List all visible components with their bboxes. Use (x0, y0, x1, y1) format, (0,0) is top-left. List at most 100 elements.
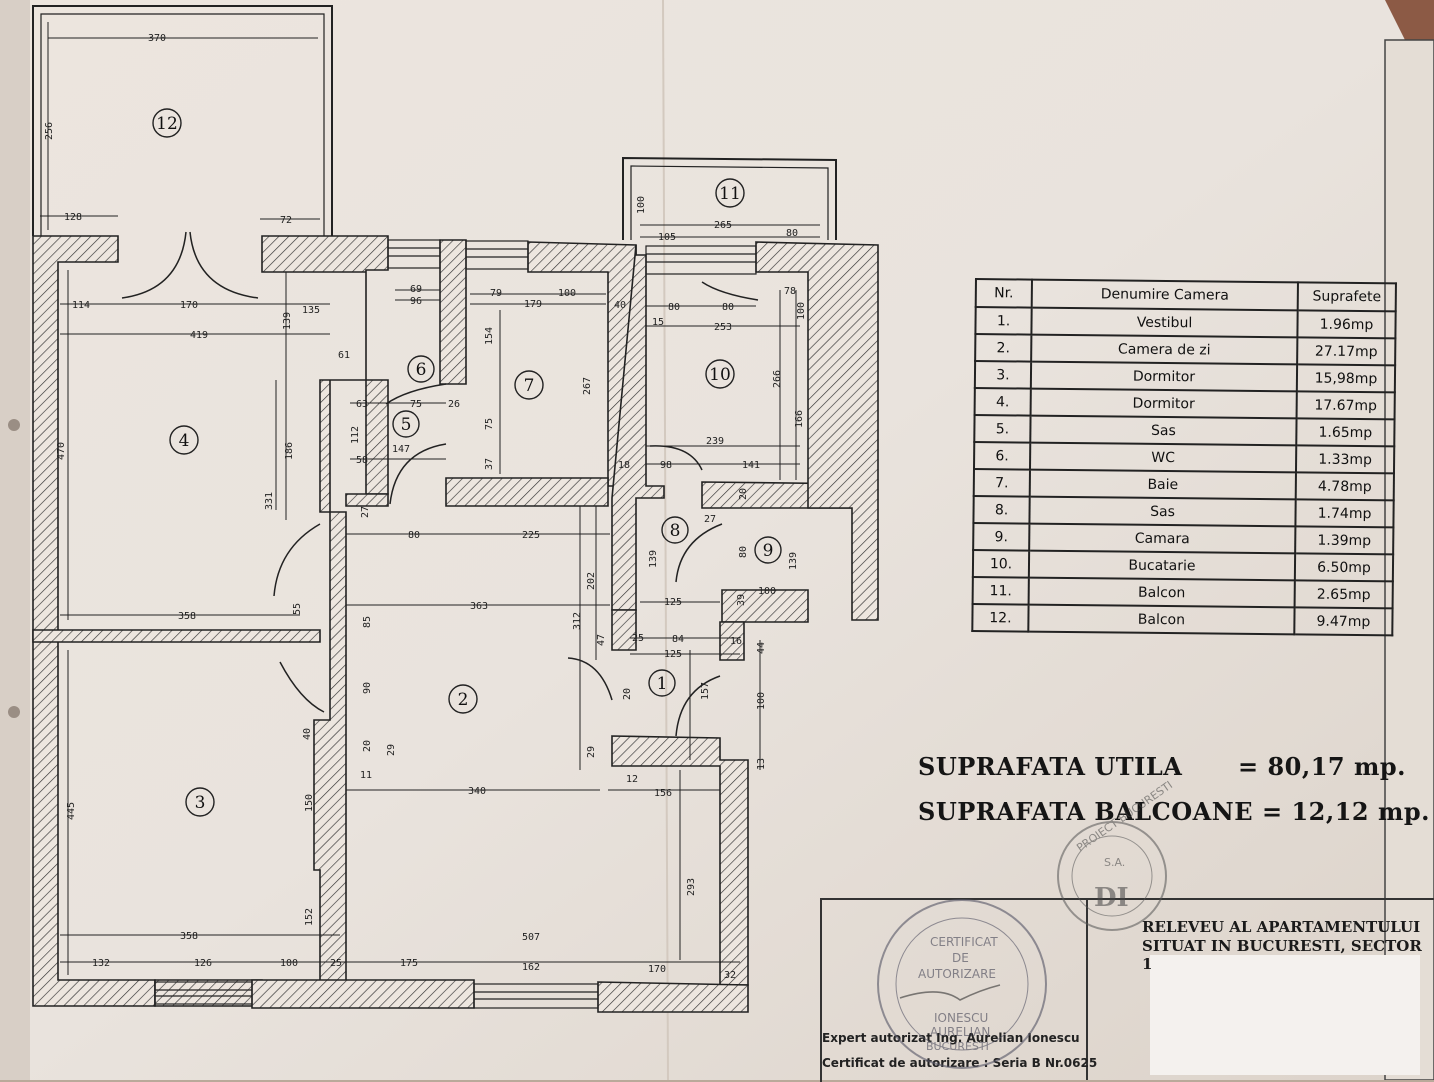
room-marker-3: 3 (185, 787, 215, 817)
row-number: 12. (972, 603, 1029, 632)
room-name: Sas (1030, 415, 1297, 446)
svg-text:4: 4 (179, 431, 190, 451)
dimension-label: 175 (400, 958, 418, 969)
row-number: 10. (972, 549, 1030, 578)
room-name: Baie (1029, 469, 1296, 500)
room-markers: 12 11 10 7 6 5 4 8 9 2 1 3 (152, 108, 782, 817)
dimension-label: 340 (468, 786, 486, 797)
dimension-label: 37 (484, 458, 495, 470)
room-marker-5: 5 (392, 410, 420, 438)
row-number: 7. (973, 469, 1030, 497)
dimension-label: 40 (614, 300, 626, 311)
row-number: 11. (972, 576, 1029, 605)
room-marker-7: 7 (514, 370, 544, 400)
dimension-label: 419 (190, 330, 208, 341)
dimension-label: 44 (756, 642, 767, 654)
dimension-label: 72 (280, 215, 292, 226)
row-number: 2. (975, 334, 1032, 362)
dimension-label: 154 (484, 327, 495, 345)
row-number: 8. (973, 495, 1030, 524)
room-name: Camara (1029, 523, 1296, 554)
room-area: 6.50mp (1294, 553, 1394, 582)
dimension-label: 69 (410, 284, 422, 295)
room-name: Bucatarie (1028, 550, 1296, 581)
title-line-2: SITUAT IN BUCURESTI, SECTOR 1 (1142, 937, 1422, 973)
table-header-row: Nr. Denumire Camera Suprafete (975, 279, 1396, 312)
dimension-label: 20 (738, 488, 749, 500)
dimension-label: 84 (672, 634, 684, 645)
room-marker-10: 10 (705, 359, 735, 389)
dimension-label: 139 (788, 552, 799, 570)
room-area: 1.74mp (1295, 499, 1394, 528)
dimension-label: 239 (706, 436, 724, 447)
dimension-label: 18 (618, 460, 630, 471)
dimension-label: 26 (448, 399, 460, 410)
svg-text:8: 8 (670, 521, 681, 541)
dimension-lines (40, 22, 820, 975)
dimension-label: 363 (470, 601, 488, 612)
dimension-label: 358 (178, 611, 196, 622)
dimension-label: 16 (730, 636, 742, 647)
table-corner (1385, 0, 1434, 40)
dimension-label: 100 (756, 692, 767, 710)
room-marker-6: 6 (407, 355, 435, 383)
svg-text:5: 5 (401, 415, 412, 435)
title-block-divider (1086, 900, 1088, 1080)
svg-text:6: 6 (416, 360, 427, 380)
svg-text:1: 1 (657, 674, 668, 694)
dimension-label: 253 (714, 322, 732, 333)
dimension-label: 29 (386, 744, 397, 756)
dimension-label: 100 (558, 288, 576, 299)
dimension-label: 202 (586, 572, 597, 590)
room-area: 9.47mp (1294, 607, 1393, 636)
room-area: 17.67mp (1296, 391, 1395, 420)
dimension-label: 80 (786, 228, 798, 239)
dimension-label: 58 (356, 455, 368, 466)
dimension-label: 170 (180, 300, 198, 311)
dimension-label: 79 (490, 288, 502, 299)
room-area: 27.17mp (1297, 337, 1396, 366)
room-marker-11: 11 (715, 178, 745, 208)
dimension-label: 55 (292, 603, 303, 615)
row-number: 4. (974, 388, 1031, 416)
dimension-label: 112 (350, 426, 361, 444)
dimension-label: 266 (772, 370, 783, 388)
balcony-12-outline (32, 5, 333, 236)
room-area: 1.39mp (1295, 526, 1394, 555)
dimension-label: 90 (362, 682, 373, 694)
row-number: 1. (975, 307, 1032, 335)
dimension-label: 156 (654, 788, 672, 799)
dimension-label: 125 (664, 597, 682, 608)
dimension-label: 150 (304, 794, 315, 812)
binder-hole (8, 419, 20, 431)
dimension-label: 141 (742, 460, 760, 471)
dimension-labels: 370 256 128 72 114 170 135 419 470 139 6… (44, 33, 807, 981)
dimension-label: 157 (700, 682, 711, 700)
dimension-label: 32 (724, 970, 736, 981)
dimension-label: 186 (284, 442, 295, 460)
dimension-label: 29 (586, 746, 597, 758)
room-name: Balcon (1028, 604, 1295, 635)
balcony-11-outline (622, 156, 837, 240)
dimension-label: 265 (714, 220, 732, 231)
dimension-label: 80 (668, 302, 680, 313)
room-marker-1: 1 (648, 669, 676, 697)
dimension-label: 80 (408, 530, 420, 541)
dimension-label: 331 (264, 492, 275, 510)
room-area-table: Nr. Denumire Camera Suprafete 1.Vestibul… (971, 278, 1397, 636)
dimension-label: 100 (758, 586, 776, 597)
dimension-label: 40 (302, 728, 313, 740)
room-marker-8: 8 (661, 516, 689, 544)
svg-text:10: 10 (709, 365, 731, 385)
dimension-label: 12 (626, 774, 638, 785)
dimension-label: 170 (648, 964, 666, 975)
dimension-label: 11 (360, 770, 372, 781)
dimension-label: 312 (572, 612, 583, 630)
dimension-label: 63 (356, 399, 368, 410)
walls (32, 235, 879, 1013)
room-marker-9: 9 (754, 536, 782, 564)
dimension-label: 13 (756, 758, 767, 770)
dimension-label: 39 (736, 594, 747, 606)
dimension-label: 147 (392, 444, 410, 455)
